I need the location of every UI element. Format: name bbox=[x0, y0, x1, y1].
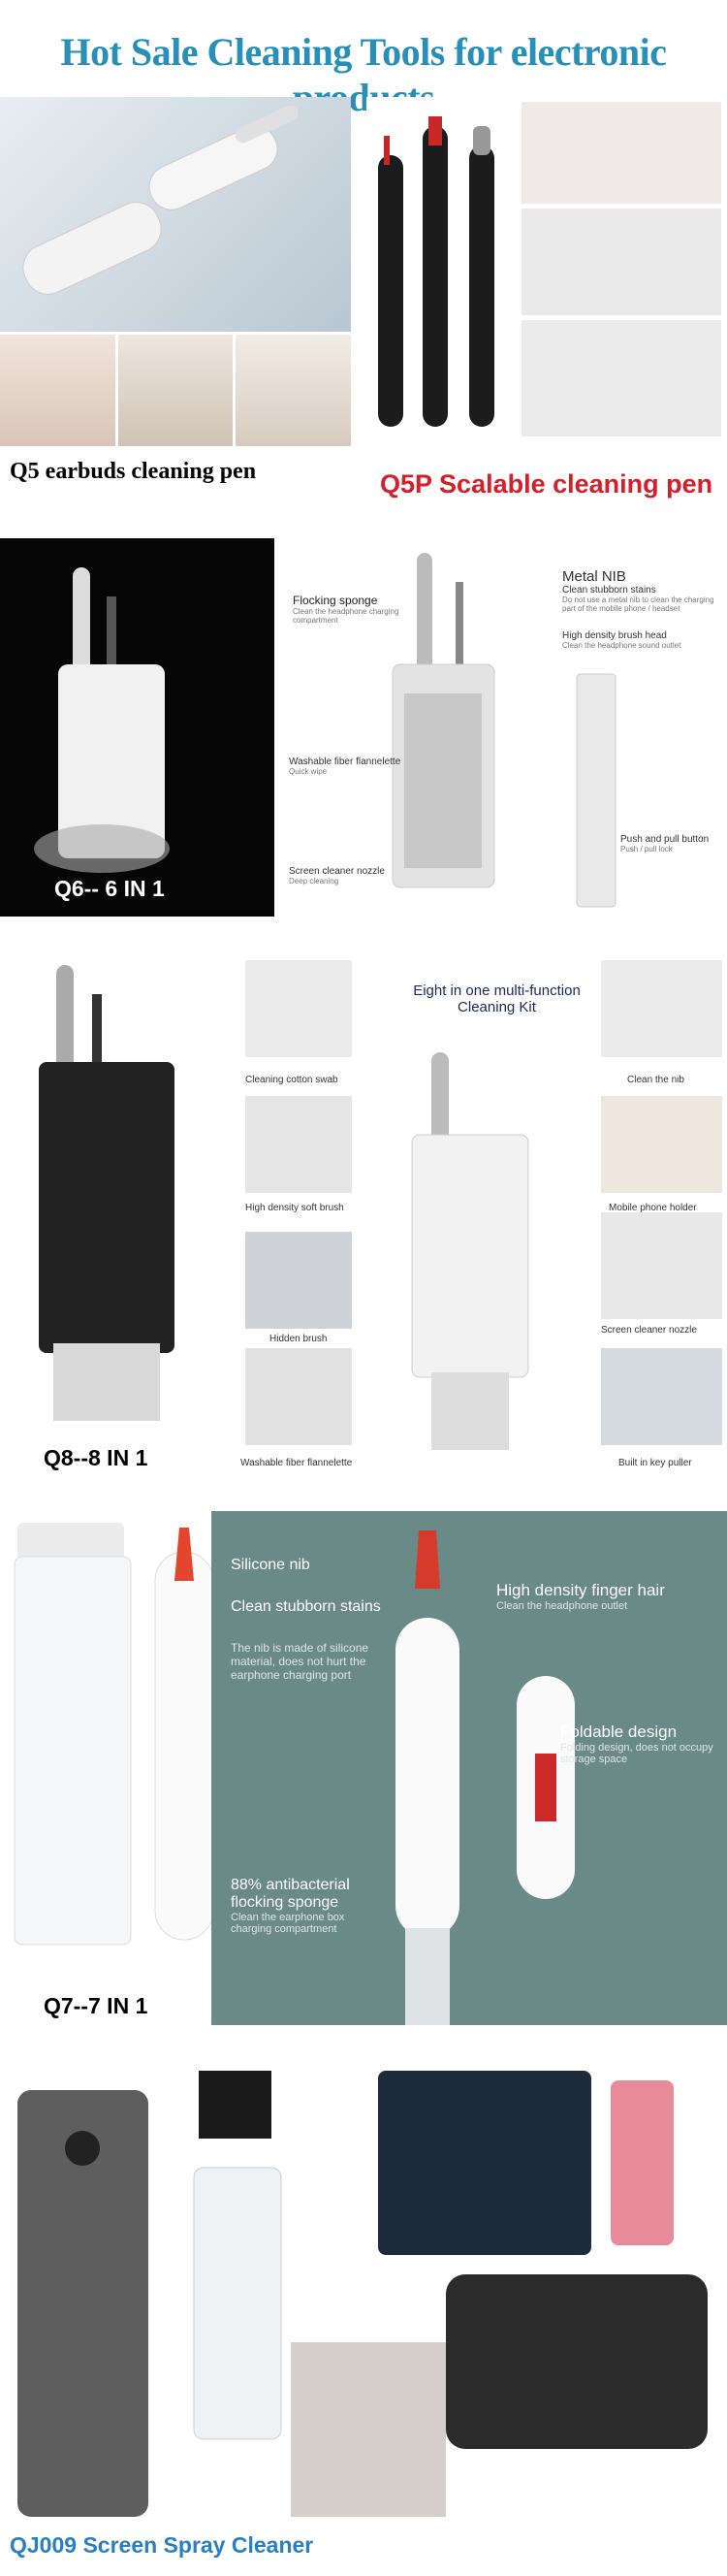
cleaning-pen-illustration bbox=[22, 105, 299, 295]
q8-callout-holder: Mobile phone holder bbox=[609, 1203, 697, 1213]
q6-callout-push: Push and pull button Push / pull lock bbox=[620, 834, 710, 853]
qj009-caption: QJ009 Screen Spray Cleaner bbox=[10, 2532, 314, 2558]
q7-kit-illustration bbox=[14, 1523, 214, 1946]
q6-callout-flocking: Flocking sponge Clean the headphone char… bbox=[293, 594, 399, 625]
q6-callout-fiber: Washable fiber flannelette Quick wipe bbox=[289, 757, 401, 776]
q7-product-diagram bbox=[395, 1530, 575, 2035]
q6-callout-nozzle: Screen cleaner nozzle Deep cleaning bbox=[289, 866, 385, 886]
q5-main-image bbox=[0, 97, 351, 332]
q7-callout-antibac: 88% antibacterial flocking sponge Clean … bbox=[231, 1877, 350, 1935]
spray-cleaner-illustration bbox=[17, 2071, 708, 2517]
q8-heading: Eight in one multi-function Cleaning Kit bbox=[413, 982, 581, 1015]
q5-usage-photos bbox=[0, 335, 352, 446]
q6-diagram bbox=[276, 538, 727, 917]
q7-caption: Q7--7 IN 1 bbox=[44, 1993, 148, 2018]
q8-kit-illustration bbox=[39, 965, 174, 1421]
q6-caption: Q6-- 6 IN 1 bbox=[54, 876, 165, 901]
q6-callout-metal: Metal NIB Clean stubborn stains Do not u… bbox=[562, 568, 714, 613]
q7-teal-panel bbox=[211, 1511, 727, 2035]
q8-callout-swab: Cleaning cotton swab bbox=[245, 1075, 338, 1085]
q8-callout-soft: High density soft brush bbox=[245, 1203, 344, 1213]
qj009-photos bbox=[0, 2051, 727, 2527]
q6-kit-illustration bbox=[34, 567, 170, 873]
q8-callout-nib: Clean the nib bbox=[627, 1075, 684, 1085]
q7-callout-silicone-desc: The nib is made of silicone material, do… bbox=[231, 1641, 369, 1682]
q8-product-diagram bbox=[245, 960, 722, 1450]
q8-callout-fiber: Washable fiber flannelette bbox=[240, 1458, 353, 1468]
q7-photo bbox=[0, 1523, 231, 1979]
q6-product-diagram bbox=[392, 553, 616, 908]
q8-callout-hidden: Hidden brush bbox=[269, 1334, 328, 1344]
q7-callout-silicone: Silicone nib bbox=[231, 1557, 310, 1573]
q7-callout-foldable: Foldable design Folding design, does not… bbox=[560, 1723, 713, 1765]
q5p-caption: Q5P Scalable cleaning pen bbox=[380, 469, 713, 499]
q8-photo bbox=[0, 955, 231, 1445]
q6-callout-brush: High density brush head Clean the headph… bbox=[562, 630, 681, 650]
q8-diagram bbox=[237, 955, 727, 1474]
q6-dark-photo bbox=[0, 538, 274, 917]
q5-caption: Q5 earbuds cleaning pen bbox=[10, 459, 257, 484]
q7-callout-stubborn: Clean stubborn stains bbox=[231, 1598, 381, 1615]
q7-callout-finger: High density finger hair Clean the headp… bbox=[496, 1581, 665, 1612]
q5p-image bbox=[366, 97, 727, 451]
scalable-pens-illustration bbox=[378, 102, 721, 436]
q8-callout-nozzle: Screen cleaner nozzle bbox=[601, 1325, 697, 1336]
q8-caption: Q8--8 IN 1 bbox=[44, 1445, 148, 1470]
q8-callout-puller: Built in key puller bbox=[618, 1458, 692, 1468]
